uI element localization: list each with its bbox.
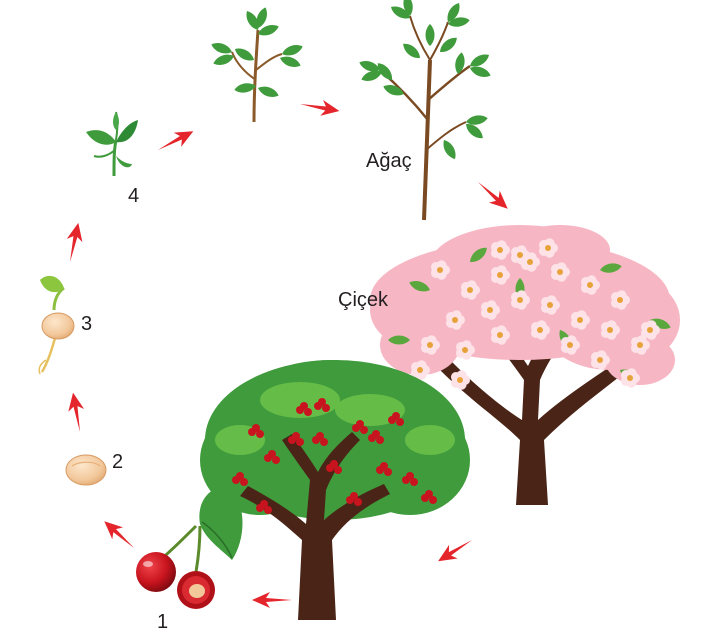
blossom bbox=[430, 260, 450, 280]
tree-cherry bbox=[402, 472, 418, 486]
blossom bbox=[540, 295, 560, 315]
tree-cherry bbox=[314, 398, 330, 412]
blossom bbox=[550, 262, 570, 282]
stage-3-sprout bbox=[38, 275, 75, 375]
blossom bbox=[460, 280, 480, 300]
blossoms bbox=[410, 238, 660, 390]
stage-2-label: 2 bbox=[112, 451, 124, 473]
tree-cherry bbox=[326, 460, 342, 474]
stage-4-seedling bbox=[86, 111, 138, 177]
stage-1-cherries bbox=[136, 487, 243, 609]
tree-cherry bbox=[248, 424, 264, 438]
blossom bbox=[420, 335, 440, 355]
arrow-fruiting-to-cherry bbox=[252, 592, 292, 608]
arrow-flowering-to-fruiting bbox=[433, 533, 477, 568]
blossom bbox=[538, 238, 558, 258]
tree-cherry bbox=[312, 432, 328, 446]
stage-3-label: 3 bbox=[81, 313, 93, 335]
sapling bbox=[209, 5, 305, 123]
blossom bbox=[580, 275, 600, 295]
arrow-sapling-to-tree bbox=[298, 96, 341, 119]
tree-cherry bbox=[376, 462, 392, 476]
arrow-sprout-to-seedling bbox=[62, 221, 87, 264]
tree-label: Ağaç bbox=[366, 150, 412, 172]
arrow-cherry-to-seed bbox=[98, 515, 140, 554]
blossom bbox=[490, 265, 510, 285]
blossom bbox=[560, 335, 580, 355]
flower-label: Çiçek bbox=[338, 289, 389, 311]
tree-cherry bbox=[232, 472, 248, 486]
cherry-pit bbox=[189, 584, 205, 598]
tree-cherry bbox=[388, 412, 404, 426]
tree-cherry bbox=[421, 490, 437, 504]
blossom bbox=[600, 320, 620, 340]
young-tree bbox=[357, 0, 493, 221]
blossom bbox=[630, 335, 650, 355]
arrow-seed-to-sprout bbox=[65, 391, 88, 434]
blossom bbox=[620, 368, 640, 388]
blossom bbox=[490, 325, 510, 345]
blossom bbox=[640, 320, 660, 340]
tree-cherry bbox=[296, 402, 312, 416]
flowering-tree bbox=[370, 225, 680, 505]
fruiting-tree bbox=[200, 360, 470, 620]
tree-cherry bbox=[256, 500, 272, 514]
blossom bbox=[410, 360, 430, 380]
blossom bbox=[530, 320, 550, 340]
tree-cherry bbox=[352, 420, 368, 434]
tree-cherry bbox=[288, 432, 304, 446]
blossom bbox=[455, 340, 475, 360]
blossom bbox=[510, 245, 530, 265]
blossom bbox=[570, 310, 590, 330]
arrow-seedling-to-sapling bbox=[154, 124, 198, 158]
blossom bbox=[480, 300, 500, 320]
blossom bbox=[490, 240, 510, 260]
tree-cherry bbox=[368, 430, 384, 444]
blossom bbox=[450, 370, 470, 390]
sprout-leaf bbox=[40, 275, 64, 293]
tree-cherry bbox=[346, 492, 362, 506]
blossom bbox=[510, 290, 530, 310]
stage-4-label: 4 bbox=[128, 185, 140, 207]
tree-cherries bbox=[232, 398, 437, 514]
blossom bbox=[590, 350, 610, 370]
arrow-tree-to-flowering bbox=[472, 176, 514, 215]
stage-2-seed bbox=[65, 454, 107, 486]
stage-1-label: 1 bbox=[157, 611, 169, 633]
cherry-whole bbox=[136, 552, 176, 592]
blossom bbox=[610, 290, 630, 310]
tree-cherry bbox=[264, 450, 280, 464]
blossom bbox=[445, 310, 465, 330]
